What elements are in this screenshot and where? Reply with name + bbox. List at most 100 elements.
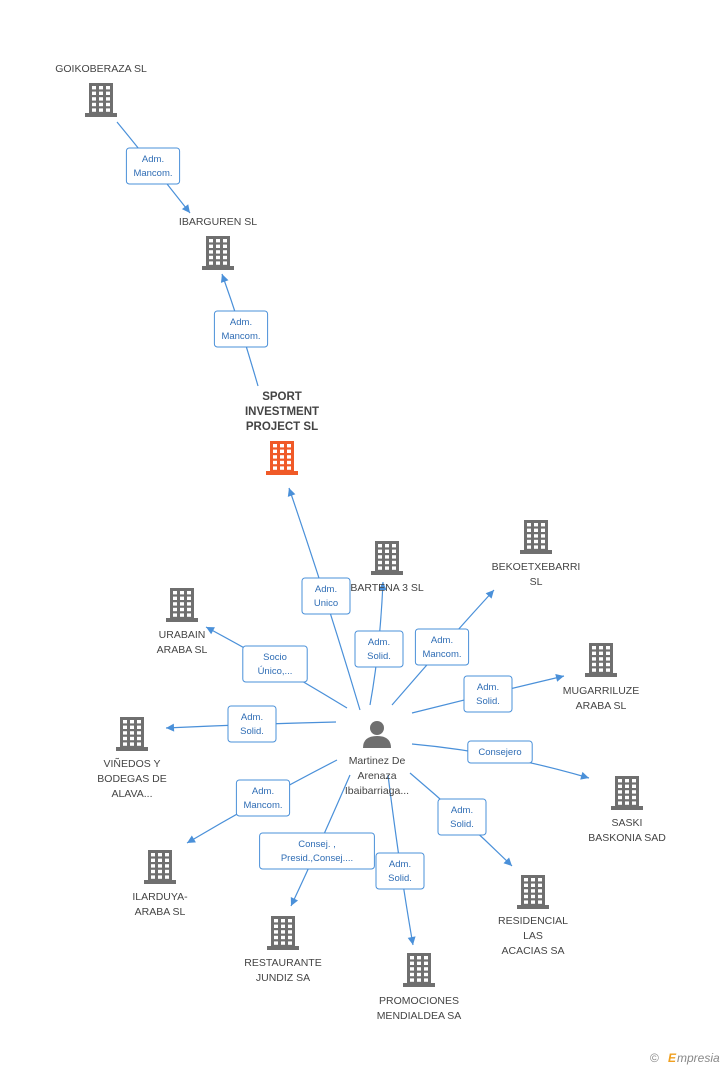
role-label-person-sport[interactable]: Adm.Unico: [301, 577, 351, 615]
edge-arrowhead: [206, 627, 215, 635]
node-label: URABAIN: [159, 629, 206, 641]
role-text: Único,...: [258, 666, 293, 677]
role-box: [354, 630, 404, 668]
edge-arrowhead: [220, 274, 229, 283]
role-label-person-saski[interactable]: Consejero: [467, 740, 533, 764]
node-urabain[interactable]: URABAIN ARABA SL: [157, 588, 208, 656]
edge-arrowhead: [555, 673, 564, 682]
node-saski[interactable]: SASKI BASKONIA SAD: [588, 776, 666, 844]
role-text: Presid.,Consej....: [281, 853, 353, 864]
role-label-person-bartena[interactable]: Adm. Solid.: [354, 630, 404, 668]
edge-arrowhead: [378, 582, 387, 591]
role-label-person-mugarriluze[interactable]: Adm.Solid.: [463, 675, 513, 713]
role-text: Adm.: [451, 805, 473, 816]
role-box: [242, 645, 308, 683]
edge-arrowhead: [503, 857, 512, 866]
role-label-sport-ibarguren[interactable]: Adm. Mancom.: [213, 310, 269, 348]
role-text: Consej. ,: [298, 839, 336, 850]
role-text: Unico: [314, 598, 338, 609]
edge-arrowhead: [290, 897, 299, 906]
role-text: Adm.: [142, 154, 164, 165]
role-label-person-urabain[interactable]: SocioÚnico,...: [242, 645, 308, 683]
role-label-person-promociones[interactable]: Adm.Solid.: [375, 852, 425, 890]
role-label-goiko-ibarguren[interactable]: Adm.Mancom.: [125, 147, 181, 185]
building-icon: [403, 953, 435, 987]
role-box: [437, 798, 487, 836]
node-label: BEKOETXEBARRI: [492, 561, 581, 573]
node-ibarguren[interactable]: IBARGUREN SL: [179, 216, 257, 270]
role-text: Adm.: [230, 317, 252, 328]
building-icon: [144, 850, 176, 884]
building-icon: [371, 541, 403, 575]
role-label-person-ilarduya[interactable]: Adm. Mancom.: [235, 779, 291, 817]
brand-initial: E: [668, 1051, 677, 1065]
node-goikoberaza[interactable]: GOIKOBERAZA SL: [55, 63, 147, 117]
role-label-person-residencial[interactable]: Adm. Solid.: [437, 798, 487, 836]
building-icon: [85, 83, 117, 117]
node-bekoetxebarri[interactable]: BEKOETXEBARRI SL: [492, 520, 581, 588]
node-label: VIÑEDOS Y: [104, 757, 161, 770]
copyright-symbol: ©: [650, 1051, 659, 1065]
edge-arrowhead: [485, 590, 494, 599]
role-box: [414, 628, 470, 666]
node-label: SL: [530, 576, 543, 588]
brand-name: mpresia: [677, 1051, 720, 1065]
role-text: Adm.: [252, 786, 274, 797]
node-label: ARABA SL: [157, 644, 208, 656]
node-label: BODEGAS DE: [97, 773, 166, 785]
role-text: Solid.: [450, 819, 474, 830]
node-person[interactable]: Martinez DeArenazaIbaibarriaga...: [345, 721, 409, 797]
edge-arrowhead: [407, 936, 416, 945]
role-text: Mancom.: [221, 331, 260, 342]
building-icon: [517, 875, 549, 909]
building-icon: [585, 643, 617, 677]
building-icon: [611, 776, 643, 810]
role-text: Socio: [263, 652, 287, 663]
role-text: Adm.: [477, 682, 499, 693]
node-label: BARTENA 3 SL: [350, 582, 424, 594]
role-text: Mancom.: [243, 800, 282, 811]
edge-arrowhead: [580, 771, 589, 780]
node-restaurante[interactable]: RESTAURANTE JUNDIZ SA: [244, 916, 322, 984]
node-label: JUNDIZ SA: [256, 972, 310, 984]
building-icon: [166, 588, 198, 622]
role-box: [375, 852, 425, 890]
node-label: ACACIAS SA: [501, 945, 564, 957]
role-text: Consejero: [478, 747, 521, 758]
role-box: [227, 705, 277, 743]
node-bartena[interactable]: BARTENA 3 SL: [350, 541, 424, 594]
node-label: PROMOCIONES: [379, 995, 459, 1007]
node-label: BASKONIA SAD: [588, 832, 666, 844]
footer-brand[interactable]: © E mpresia: [650, 1051, 720, 1065]
building-icon: [267, 916, 299, 950]
node-label: LAS: [523, 930, 543, 942]
node-ilarduya[interactable]: ILARDUYA-ARABA SL: [132, 850, 188, 918]
node-label: Arenaza: [357, 770, 396, 782]
building-icon: [266, 441, 298, 475]
node-label: Martinez De: [349, 755, 406, 767]
edge-arrowhead: [181, 204, 190, 213]
role-label-person-vinedos[interactable]: Adm.Solid.: [227, 705, 277, 743]
node-label: SASKI: [612, 817, 643, 829]
role-box: [301, 577, 351, 615]
building-icon: [520, 520, 552, 554]
node-label: ARABA SL: [576, 700, 627, 712]
role-box: [213, 310, 269, 348]
role-box: [259, 832, 375, 870]
role-text: Solid.: [367, 651, 391, 662]
node-label: RESTAURANTE: [244, 957, 321, 969]
edges-layer: [116, 121, 590, 946]
edge-arrowhead: [187, 835, 196, 843]
role-box: [463, 675, 513, 713]
role-label-person-restaurante[interactable]: Consej. , Presid.,Consej....: [259, 832, 375, 870]
role-box: [125, 147, 181, 185]
role-text: Adm.: [368, 637, 390, 648]
role-text: Solid.: [240, 726, 264, 737]
role-label-person-bekoetxebarri[interactable]: Adm.Mancom.: [414, 628, 470, 666]
role-text: Mancom.: [422, 649, 461, 660]
